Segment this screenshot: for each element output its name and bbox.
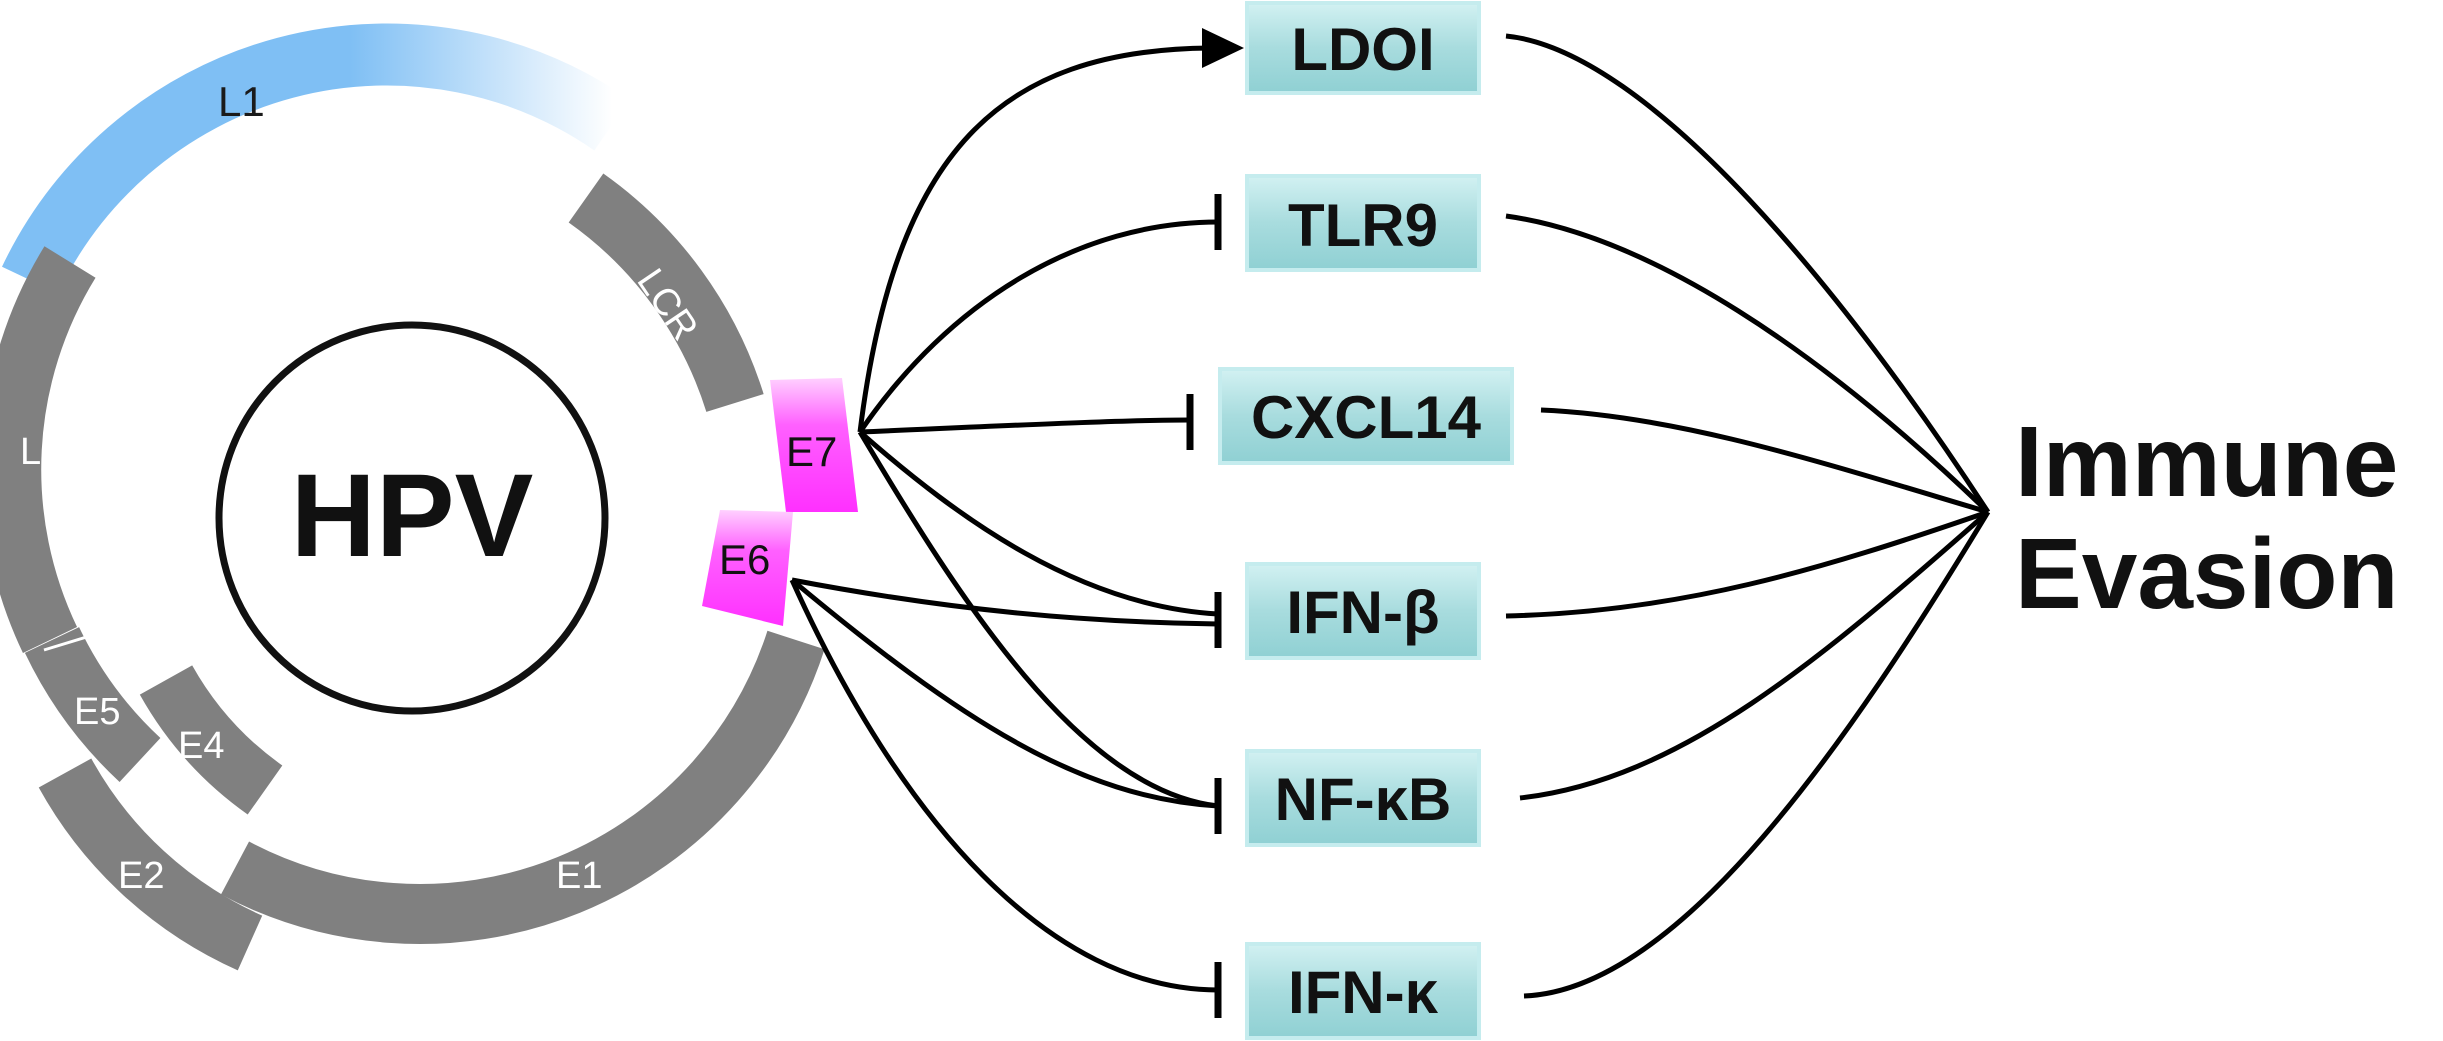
genome-segment-lcr	[568, 173, 764, 413]
edge-ldoi-outcome	[1505, 33, 1991, 514]
target-node-ldoi: LDOI	[1245, 1, 1481, 95]
genome-segment-e1	[220, 630, 825, 944]
target-label: TLR9	[1288, 192, 1438, 259]
target-box	[1245, 174, 1481, 272]
target-node-ifnk: IFN-κ	[1245, 942, 1481, 1040]
target-label: LDOI	[1291, 16, 1434, 83]
edge-e7-cxcl14	[859, 417, 1191, 435]
segment-label-l2: L2	[20, 431, 62, 473]
edge-e6-nfkb	[790, 578, 1219, 809]
segment-label-e1: E1	[556, 855, 602, 897]
edge-e7-ifnb	[858, 430, 1219, 617]
target-node-ifnb: IFN-β	[1245, 562, 1481, 660]
edge-e7-nfkb	[857, 430, 1219, 809]
segment-label-e2: E2	[118, 855, 164, 897]
edge-ifnb-outcome	[1505, 509, 1989, 619]
outcome-line-2: Evasion	[2015, 518, 2399, 630]
edge-ifnk-outcome	[1523, 510, 1991, 999]
edge-e6-ifnk	[789, 578, 1219, 993]
segment-label-e5: E5	[74, 691, 120, 733]
genome-segment-e2	[38, 758, 263, 971]
target-label: IFN-κ	[1288, 959, 1439, 1026]
target-node-tlr9: TLR9	[1245, 174, 1481, 272]
target-label: NF-κB	[1275, 766, 1452, 833]
outcome-edges	[1505, 33, 1991, 999]
target-node-nfkb: NF-κB	[1245, 749, 1481, 847]
genome-segment-l1	[2, 23, 630, 294]
outcome-label: Immune Evasion	[2015, 406, 2399, 630]
target-box	[1218, 367, 1514, 465]
genome-segment-e4	[139, 664, 283, 815]
genome-segment-e5	[24, 626, 161, 782]
edge-tlr9-outcome	[1505, 213, 1990, 514]
target-box	[1245, 1, 1481, 95]
hpv-inner-circle	[215, 321, 609, 715]
regulation-edges	[789, 28, 1244, 1018]
genome-segment-l2	[0, 246, 96, 653]
edge-nfkb-outcome	[1519, 510, 1990, 801]
edge-e7-ldoi	[857, 45, 1211, 433]
segment-divider	[43, 630, 104, 652]
edge-cxcl14-outcome	[1540, 407, 1989, 515]
target-box	[1245, 749, 1481, 847]
genome-segment-e6	[702, 510, 793, 626]
target-box	[1245, 562, 1481, 660]
segment-label-l1: L1	[218, 78, 265, 125]
outcome-line-1: Immune	[2015, 406, 2398, 518]
target-box	[1245, 942, 1481, 1040]
target-node-cxcl14: CXCL14	[1218, 367, 1514, 465]
arrowhead-ldoi	[1202, 28, 1244, 68]
target-label: IFN-β	[1286, 579, 1439, 646]
target-nodes: LDOI TLR9 CXCL14 IFN-β NF-κB IFN-κ	[1218, 1, 1514, 1040]
edge-e6-ifnb	[791, 577, 1219, 627]
target-label: CXCL14	[1251, 384, 1482, 451]
hpv-genome: HPV L1 LCR E7 E6 E1 E2 E4 E5 L2	[0, 23, 858, 971]
segment-label-e4: E4	[178, 725, 224, 767]
edge-e7-tlr9	[857, 219, 1219, 434]
genome-segment-e7	[770, 378, 858, 512]
segment-label-e7: E7	[786, 428, 837, 475]
segment-label-e6: E6	[719, 536, 770, 583]
hpv-label: HPV	[291, 450, 534, 582]
